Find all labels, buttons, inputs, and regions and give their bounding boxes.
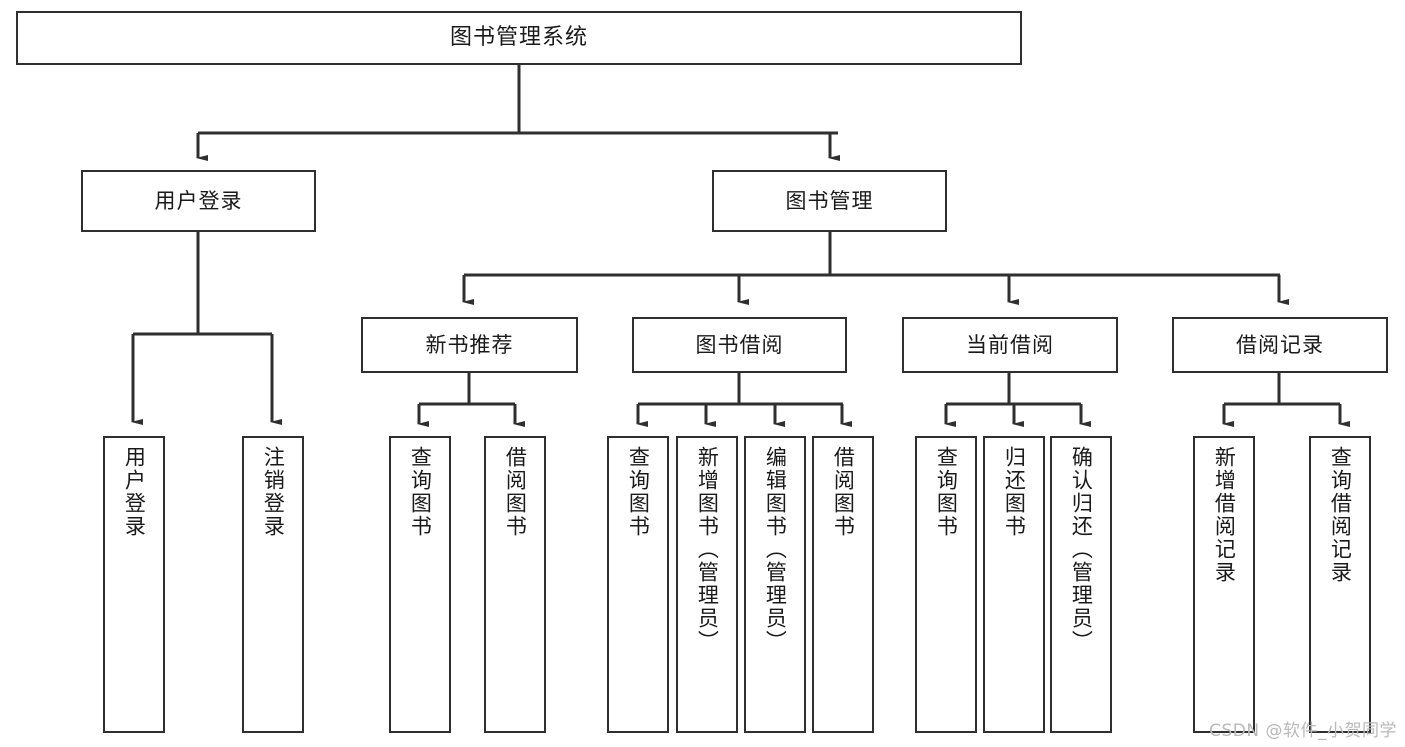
- node-label: 注销登录: [261, 446, 286, 538]
- node-label: 归还图书: [1002, 446, 1027, 538]
- node-label: 查询图书: [626, 446, 651, 538]
- node-user-login[interactable]: 用户登录: [81, 170, 316, 232]
- node-label: 借阅记录: [1236, 332, 1324, 357]
- leaf-confirm-return-admin[interactable]: 确认归还（管理员）: [1050, 436, 1112, 733]
- node-book-borrow[interactable]: 图书借阅: [632, 317, 847, 373]
- leaf-return-book[interactable]: 归还图书: [983, 436, 1045, 733]
- node-label: 新增借阅记录: [1212, 446, 1237, 584]
- node-root[interactable]: 图书管理系统: [16, 11, 1022, 65]
- node-label: 图书借阅: [695, 332, 784, 357]
- node-label: 图书管理系统: [449, 25, 588, 51]
- node-new-book-recommend[interactable]: 新书推荐: [361, 317, 578, 373]
- node-label: 当前借阅: [966, 332, 1054, 357]
- node-label: 用户登录: [122, 446, 147, 538]
- node-label: 查询借阅记录: [1328, 446, 1353, 584]
- node-label: 借阅图书: [503, 446, 528, 538]
- node-label: 编辑图书（管理员）: [763, 446, 788, 653]
- node-current-borrow[interactable]: 当前借阅: [902, 317, 1118, 373]
- node-label: 查询图书: [934, 446, 959, 538]
- node-label: 确认归还（管理员）: [1069, 446, 1094, 653]
- leaf-query-book-current[interactable]: 查询图书: [915, 436, 977, 733]
- leaf-query-borrow-record[interactable]: 查询借阅记录: [1309, 436, 1371, 733]
- node-label: 新书推荐: [425, 332, 514, 357]
- leaf-borrow-book[interactable]: 借阅图书: [812, 436, 874, 733]
- node-book-management[interactable]: 图书管理: [712, 170, 947, 232]
- node-borrow-record[interactable]: 借阅记录: [1172, 317, 1388, 373]
- node-label: 新增图书（管理员）: [695, 446, 720, 653]
- node-label: 查询图书: [408, 446, 433, 538]
- leaf-user-login[interactable]: 用户登录: [103, 436, 165, 733]
- watermark: CSDN @软件_小贺同学: [1209, 721, 1397, 741]
- leaf-add-book-admin[interactable]: 新增图书（管理员）: [676, 436, 738, 733]
- node-label: 图书管理: [785, 188, 874, 213]
- leaf-edit-book-admin[interactable]: 编辑图书（管理员）: [744, 436, 806, 733]
- leaf-query-book-recommend[interactable]: 查询图书: [389, 436, 451, 733]
- node-label: 用户登录: [154, 188, 243, 213]
- leaf-logout[interactable]: 注销登录: [242, 436, 304, 733]
- leaf-add-borrow-record[interactable]: 新增借阅记录: [1193, 436, 1255, 733]
- leaf-query-book-borrow[interactable]: 查询图书: [607, 436, 669, 733]
- node-label: 借阅图书: [831, 446, 856, 538]
- leaf-borrow-book-recommend[interactable]: 借阅图书: [484, 436, 546, 733]
